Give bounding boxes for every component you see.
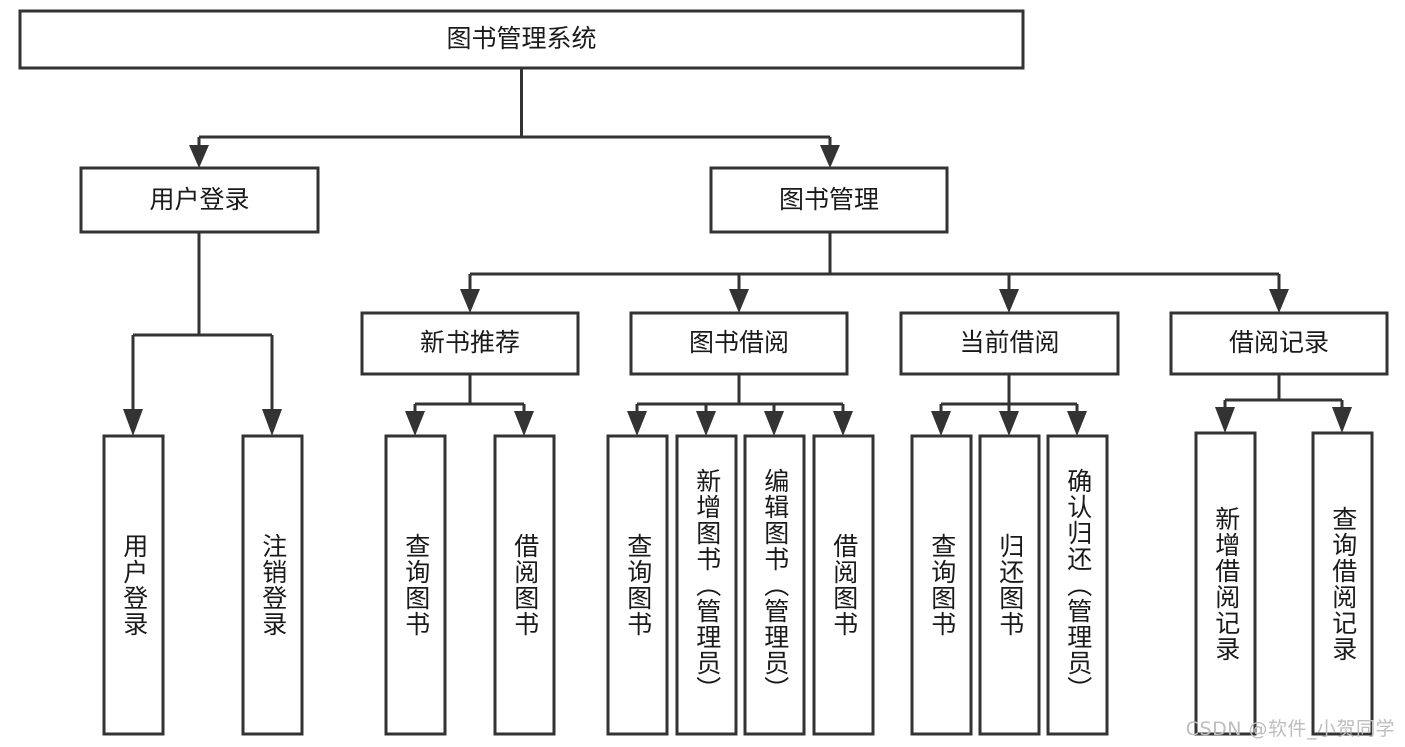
connector-borrow-record-to-leaves: [1215, 374, 1352, 433]
connector-book-management-to-level3: [460, 232, 1289, 313]
node-box-borrow-record[interactable]: [1169, 311, 1389, 376]
arrow-head-leaf-user-login: [123, 409, 143, 436]
arrow-head-leaf-return-book: [999, 411, 1019, 436]
arrow-head-leaf-borrow-book-1: [514, 411, 534, 436]
arrow-head-borrow-record: [1269, 289, 1289, 313]
arrow-head-leaf-confirm-return: [1067, 411, 1087, 436]
node-box-leaf-confirm-return[interactable]: [1046, 434, 1109, 736]
connector-user-login-to-leaves: [123, 232, 282, 436]
node-box-book-management[interactable]: [709, 166, 949, 234]
connector-root-to-level2: [189, 68, 840, 168]
node-box-root[interactable]: [18, 9, 1025, 70]
arrow-head-leaf-query-book-1: [405, 411, 425, 436]
node-box-leaf-user-login[interactable]: [102, 434, 165, 736]
arrow-head-leaf-query-book-3: [931, 411, 951, 436]
connector-book-borrow-to-leaves: [627, 374, 853, 436]
node-box-leaf-edit-book[interactable]: [743, 434, 806, 736]
arrow-head-leaf-logout-login: [262, 409, 282, 436]
arrow-head-user-login: [189, 145, 209, 168]
arrow-head-leaf-edit-book: [764, 411, 784, 436]
arrow-head-leaf-query-record: [1332, 407, 1352, 433]
node-box-leaf-logout-login[interactable]: [241, 434, 304, 736]
node-box-leaf-query-record[interactable]: [1311, 431, 1374, 736]
node-box-leaf-add-record[interactable]: [1194, 431, 1257, 736]
arrow-head-leaf-borrow-book-2: [833, 411, 853, 436]
node-box-leaf-query-book-3[interactable]: [910, 434, 973, 736]
node-box-leaf-query-book-2[interactable]: [606, 434, 669, 736]
node-box-leaf-borrow-book-2[interactable]: [812, 434, 875, 736]
arrow-head-new-book-recommend: [460, 289, 480, 313]
arrow-head-current-borrow: [999, 289, 1019, 313]
csdn-watermark: CSDN @软件_小贺同学: [1185, 718, 1395, 740]
node-box-user-login[interactable]: [79, 166, 320, 234]
node-box-leaf-query-book-1[interactable]: [384, 434, 447, 736]
arrow-head-leaf-add-record: [1215, 407, 1235, 433]
arrow-head-book-borrow: [729, 289, 749, 313]
arrow-head-leaf-query-book-2: [627, 411, 647, 436]
arrow-head-leaf-add-book: [696, 411, 716, 436]
connector-new-book-recommend-to-leaves: [405, 374, 534, 436]
node-box-book-borrow[interactable]: [629, 311, 849, 376]
node-box-leaf-return-book[interactable]: [978, 434, 1041, 736]
node-box-leaf-borrow-book-1[interactable]: [493, 434, 556, 736]
node-box-current-borrow[interactable]: [899, 311, 1120, 376]
node-box-leaf-add-book[interactable]: [675, 434, 738, 736]
node-box-new-book-recommend[interactable]: [360, 311, 580, 376]
arrow-head-book-management: [820, 145, 840, 168]
connector-current-borrow-to-leaves: [931, 374, 1087, 436]
